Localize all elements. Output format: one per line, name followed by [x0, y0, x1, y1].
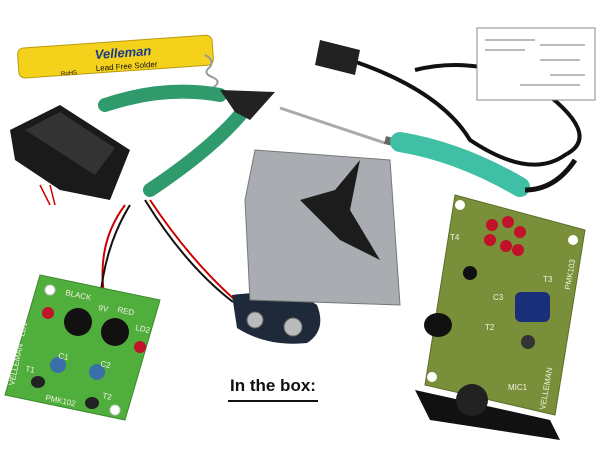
label-9v: 9V	[98, 303, 110, 314]
rohs-badge: RoHS	[61, 70, 77, 77]
label-t4: T4	[450, 233, 460, 242]
label-mic1: MIC1	[508, 383, 528, 392]
pmk102-board: BLACK 9V RED LD2 C1 C2 T1 T2 VELLEMAN LD…	[4, 274, 161, 421]
label-c3: C3	[493, 293, 504, 302]
label-t3: T3	[543, 275, 553, 284]
label-t2-large: T2	[485, 323, 495, 332]
label-c2: C2	[100, 359, 112, 370]
label-red: RED	[117, 305, 136, 317]
instruction-manual	[476, 27, 596, 101]
in-the-box-caption: In the box:	[228, 376, 318, 402]
label-ld1: LD1	[17, 321, 29, 338]
side-cutter	[98, 84, 275, 197]
solder-label: Lead Free Solder	[95, 60, 158, 73]
label-ld2: LD2	[135, 323, 152, 335]
label-c1: C1	[58, 351, 70, 362]
label-t2: T2	[102, 391, 114, 402]
battery-holder	[10, 105, 130, 206]
iron-stand	[244, 149, 401, 306]
pmk103-board: T4 T3 C3 T2 MIC1 VELLEMAN PMK103	[415, 194, 586, 440]
solder-tube: Velleman Lead Free Solder RoHS	[17, 34, 219, 98]
soldering-iron	[390, 132, 530, 197]
battery-snap	[232, 292, 321, 344]
solder-brand: Velleman	[94, 43, 152, 62]
label-t1: T1	[25, 364, 37, 375]
